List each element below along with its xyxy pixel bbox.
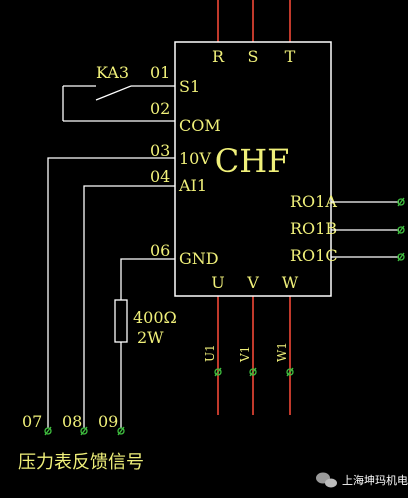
- motor-terminal-nodes: [214, 367, 294, 377]
- terminal-ro1b-label: RO1B: [290, 219, 337, 238]
- terminal-node: [397, 253, 405, 261]
- resistor-400-ohm: [114, 299, 128, 343]
- terminal-node: [214, 368, 222, 376]
- feedback-wires: [47, 157, 175, 428]
- inverter-box: [174, 41, 332, 297]
- power-lines: [217, 0, 291, 415]
- ka3-contact-circuit: [62, 85, 175, 122]
- terminal-t-label: T: [285, 47, 296, 66]
- terminal-09-label: 09: [98, 412, 118, 431]
- relay-terminal-nodes: [397, 197, 405, 262]
- wire-gnd-to-resistor: [120, 258, 175, 300]
- terminal-node: [397, 198, 405, 206]
- terminal-node-09: [117, 427, 125, 435]
- relay-wires: [331, 201, 399, 258]
- terminal-node-slash: [397, 197, 405, 207]
- motor-wire-w1-label: W1: [275, 342, 289, 362]
- terminal-node-slash: [286, 367, 294, 377]
- watermark-text: 上海坤玛机电: [342, 473, 408, 487]
- terminal-ai1-label: AI1: [178, 176, 207, 195]
- terminal-node-slash: [44, 426, 52, 436]
- terminal-v-label: V: [246, 273, 259, 292]
- terminal-node-slash: [117, 426, 125, 436]
- ka3-contact-blade: [95, 85, 132, 101]
- feedback-caption: 压力表反馈信号: [18, 452, 144, 473]
- watermark: 上海坤玛机电: [316, 472, 408, 488]
- terminal-node-slash: [80, 426, 88, 436]
- terminal-node-slash: [214, 367, 222, 377]
- wechat-icon: [316, 472, 337, 488]
- terminal-node: [249, 368, 257, 376]
- terminal-s-label: S: [248, 47, 259, 66]
- wire-ai1-to-08: [83, 185, 175, 428]
- terminal-08-label: 08: [62, 412, 82, 431]
- terminal-node-07: [44, 427, 52, 435]
- terminal-node: [397, 226, 405, 234]
- wire-number-06: 06: [150, 241, 170, 260]
- wire-number-04: 04: [150, 167, 170, 186]
- terminal-node-08: [80, 427, 88, 435]
- terminal-w-label: W: [282, 273, 299, 292]
- resistor-power: 2W: [137, 328, 164, 347]
- terminal-gnd-label: GND: [179, 249, 219, 268]
- wire-10v-to-07: [47, 157, 175, 428]
- inverter-name: CHF: [215, 142, 290, 180]
- wire-number-01: 01: [150, 63, 170, 82]
- feedback-terminal-nodes: [44, 426, 125, 436]
- terminal-r-label: R: [212, 47, 225, 66]
- ka3-label: KA3: [96, 63, 129, 82]
- motor-wire-v1-label: V1: [238, 346, 252, 363]
- terminal-ro1c-label: RO1C: [290, 246, 338, 265]
- terminal-s1-label: S1: [179, 77, 200, 96]
- terminal-node-slash: [249, 367, 257, 377]
- wire-number-03: 03: [150, 141, 170, 160]
- terminal-com-label: COM: [179, 116, 221, 135]
- terminal-10v-label: 10V: [179, 149, 211, 168]
- terminal-ro1a-label: RO1A: [290, 192, 337, 211]
- motor-wire-u1-label: U1: [203, 344, 217, 362]
- terminal-node-slash: [397, 252, 405, 262]
- terminal-07-label: 07: [22, 412, 42, 431]
- terminal-u-label: U: [211, 273, 224, 292]
- terminal-node-slash: [397, 225, 405, 235]
- resistor-value: 400Ω: [133, 308, 177, 327]
- wire-number-02: 02: [150, 99, 170, 118]
- terminal-node: [286, 368, 294, 376]
